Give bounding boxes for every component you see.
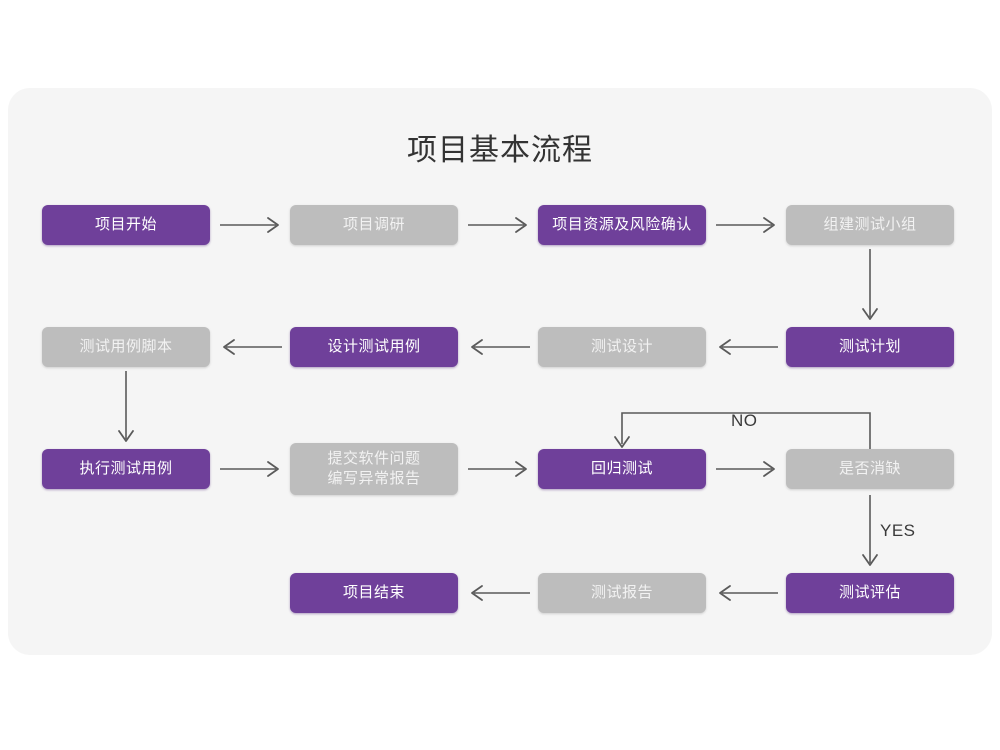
node-project-end[interactable]: 项目结束 [290,573,458,613]
node-defect-cleared[interactable]: 是否消缺 [786,449,954,489]
node-test-evaluation[interactable]: 测试评估 [786,573,954,613]
node-regression-test[interactable]: 回归测试 [538,449,706,489]
edge-label-yes: YES [880,521,916,540]
node-form-test-team[interactable]: 组建测试小组 [786,205,954,245]
node-project-start[interactable]: 项目开始 [42,205,210,245]
node-project-research[interactable]: 项目调研 [290,205,458,245]
flowchart-card [8,88,992,655]
node-test-report[interactable]: 测试报告 [538,573,706,613]
node-test-case-script[interactable]: 测试用例脚本 [42,327,210,367]
node-execute-test-case[interactable]: 执行测试用例 [42,449,210,489]
page-title: 项目基本流程 [407,134,593,167]
node-design-test-case[interactable]: 设计测试用例 [290,327,458,367]
node-test-plan[interactable]: 测试计划 [786,327,954,367]
node-resource-risk-confirm[interactable]: 项目资源及风险确认 [538,205,706,245]
node-test-design[interactable]: 测试设计 [538,327,706,367]
edge-label-no: NO [731,411,758,430]
node-submit-issue-report[interactable]: 提交软件问题 编写异常报告 [290,443,458,495]
